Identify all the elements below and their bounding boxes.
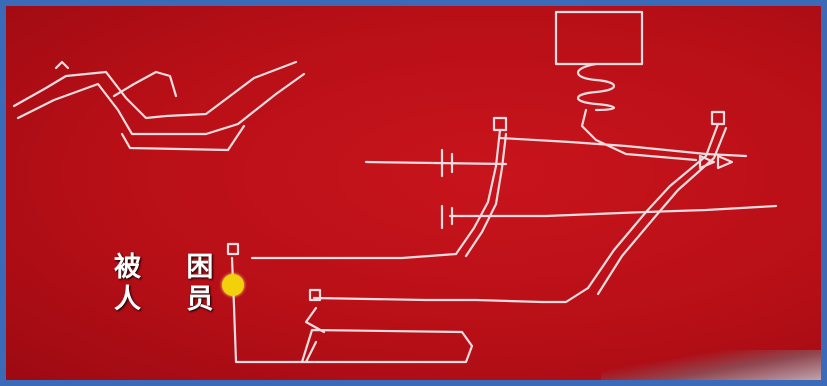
trapped-location-marker [222, 274, 244, 296]
fan-coil [576, 62, 616, 112]
upper-left-roadway-line [12, 60, 298, 120]
upper-roadway [250, 128, 502, 260]
valve-4 [308, 288, 322, 302]
trapped-people-label: 被 困 人 员 [114, 252, 232, 315]
lower-roadway-branch [304, 306, 326, 334]
upper-left-roadway-line2 [16, 72, 306, 136]
valve-1 [492, 116, 508, 132]
air-shaft-line [364, 160, 508, 166]
fan-cable [580, 108, 698, 162]
left-marker [54, 60, 70, 70]
top-connector [498, 136, 748, 158]
incline-left-second-line [464, 132, 508, 258]
air-door-2 [440, 204, 454, 230]
lower-roadway [312, 286, 590, 304]
valve-3 [226, 242, 240, 256]
mine-sketch [12, 10, 778, 364]
main-incline-right2 [596, 126, 728, 296]
door-arrows [698, 154, 734, 170]
air-door-1 [440, 148, 454, 178]
left-branch-line [112, 70, 178, 98]
valve-2 [710, 110, 726, 126]
work-face-outline [230, 256, 474, 364]
fan-box [554, 10, 644, 66]
paper-fold [601, 350, 821, 380]
left-lower-box [120, 124, 246, 152]
work-face-inner [304, 340, 318, 364]
middle-roadway [448, 204, 778, 218]
main-incline-right [586, 122, 720, 290]
chalkboard: 被 困 人 员 [6, 6, 821, 380]
